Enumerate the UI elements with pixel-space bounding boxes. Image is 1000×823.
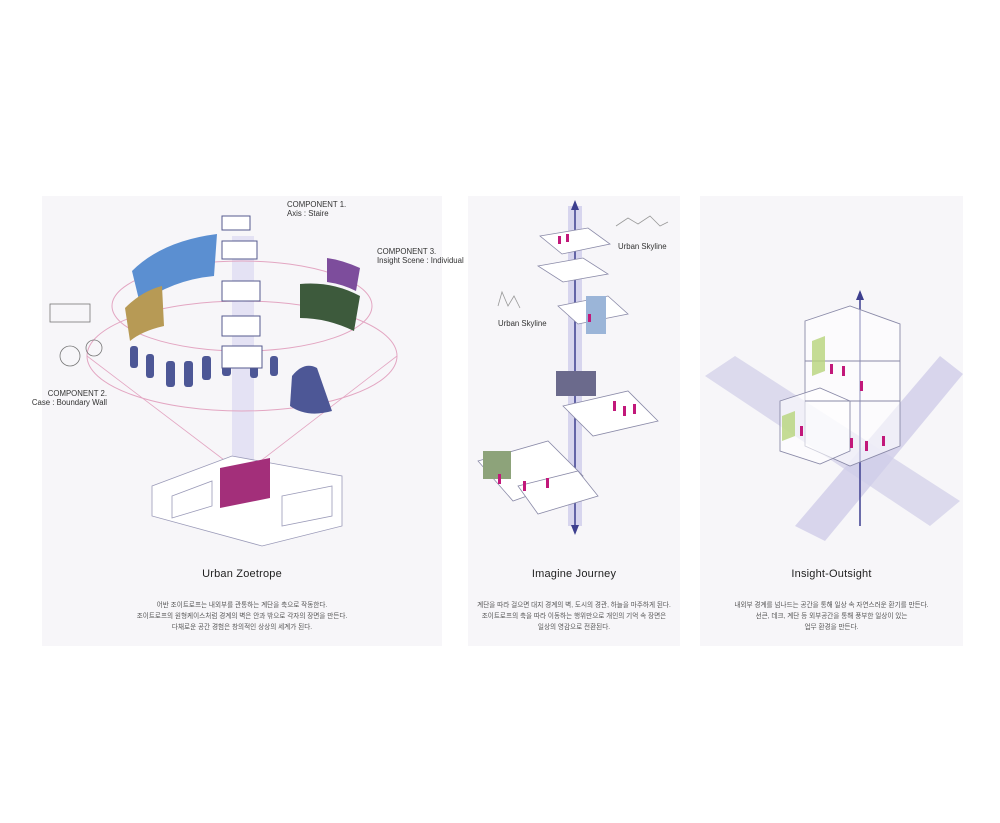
mechanism-icons [49, 303, 103, 367]
arrow-head-bottom [571, 525, 579, 535]
urban-skyline-label-left: Urban Skyline [498, 319, 547, 328]
stair-axis-modules [221, 215, 263, 369]
building-volumes [779, 305, 901, 467]
urban-skyline-label-top: Urban Skyline [618, 242, 667, 251]
component2-label: COMPONENT 2. Case : Boundary Wall [30, 389, 107, 407]
green-planes [782, 336, 825, 441]
description-line: 어반 조이트로프는 내외부를 관통하는 계단을 축으로 작동한다. [156, 602, 328, 609]
scene-desert-image [125, 286, 164, 341]
component2-subtitle: Case : Boundary Wall [31, 397, 107, 407]
description-line: 일상의 영감으로 전환된다. [537, 624, 611, 631]
journey-diagram [477, 200, 669, 535]
panel-imagine-journey: Urban Skyline Urban Skyline Imagine Jour… [468, 196, 680, 646]
description-line: 계단을 따라 걸으면 대지 경계의 벽, 도시의 경관, 하늘을 마주하게 된다… [477, 602, 671, 609]
scene-forest-image [300, 283, 360, 331]
scene-screen [556, 371, 596, 396]
description-line: 조이트로프의 축을 따라 이동하는 행위만으로 개인의 기억 속 장면은 [481, 613, 667, 620]
panel-description: 내외부 경계를 넘나드는 공간을 통해 일상 속 자연스러운 환기를 만든다. … [700, 600, 963, 633]
scene-screen-lower [483, 451, 511, 479]
panel-title: Insight-Outsight [791, 568, 872, 580]
description-line: 조이트로프의 원형케이스처럼 경계의 벽은 안과 밖으로 각자의 장면을 만든다… [136, 613, 348, 620]
component3-title: COMPONENT 3. [377, 247, 437, 256]
skyline-screen [586, 296, 606, 334]
panel-title: Imagine Journey [531, 568, 617, 580]
description-line: 다채로운 공간 경험은 창의적인 상상의 세계가 된다. [171, 624, 313, 631]
skyline-sketch-left [497, 290, 521, 309]
component1-label: COMPONENT 1. Axis : Staire [287, 200, 347, 218]
arrow-head-top [571, 200, 579, 210]
scene-sky-image [132, 234, 217, 304]
panel-description: 어반 조이트로프는 내외부를 관통하는 계단을 축으로 작동한다. 조이트로프의… [42, 600, 442, 633]
arrow-head-top [856, 290, 864, 300]
building-highlight [220, 458, 270, 508]
description-line: 내외부 경계를 넘나드는 공간을 통해 일상 속 자연스러운 환기를 만든다. [734, 602, 929, 609]
component1-title: COMPONENT 1. [287, 200, 347, 209]
description-line: 선큰, 데크, 계단 등 외부공간을 통해 풍부한 일상이 있는 [755, 613, 908, 620]
component3-label: COMPONENT 3. Insight Scene : Individual [377, 247, 464, 265]
panel-title: Urban Zoetrope [202, 568, 282, 580]
scene-purple-image [327, 258, 360, 291]
people-markers [800, 364, 885, 451]
insight-outsight-diagram [705, 290, 963, 541]
people-markers [498, 234, 636, 491]
component3-subtitle: Insight Scene : Individual [377, 255, 464, 265]
panel-description: 계단을 따라 걸으면 대지 경계의 벽, 도시의 경관, 하늘을 마주하게 된다… [468, 600, 680, 633]
zoetrope-diagram [49, 215, 398, 547]
skyline-sketch-top [615, 215, 669, 227]
component1-subtitle: Axis : Staire [287, 208, 329, 218]
component2-title: COMPONENT 2. [47, 389, 107, 398]
panel-urban-zoetrope: COMPONENT 1. Axis : Staire COMPONENT 3. … [32, 196, 464, 646]
description-line: 업무 환경을 만든다. [804, 624, 859, 631]
panel-insight-outsight: Insight-Outsight 내외부 경계를 넘나드는 공간을 통해 일상 … [700, 196, 963, 646]
